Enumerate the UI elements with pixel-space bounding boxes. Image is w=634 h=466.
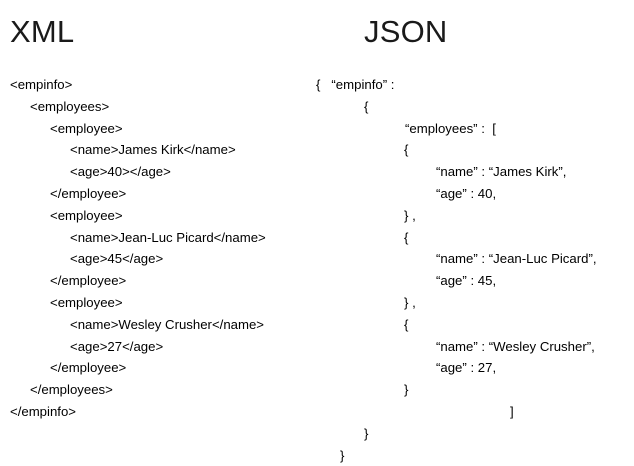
json-code-line: “name” : “Jean-Luc Picard”, — [436, 251, 597, 267]
xml-code-line: <name>Wesley Crusher</name> — [70, 316, 265, 332]
xml-code-line: <employee> — [50, 207, 123, 223]
json-code-line: “name” : “James Kirk”, — [436, 164, 567, 180]
json-code-line: “age” : 27, — [436, 360, 497, 376]
xml-code-line: <name>James Kirk</name> — [70, 142, 236, 158]
xml-code-line: <age>40></age> — [70, 164, 171, 180]
xml-code-line: <age>45</age> — [70, 251, 164, 267]
json-code-line: } , — [404, 294, 416, 310]
json-column-heading: JSON — [364, 14, 448, 49]
json-code-line: “employees” : [ — [405, 120, 496, 136]
json-code-line: } — [404, 382, 409, 398]
json-code-line: { — [404, 316, 409, 332]
json-code-line: { — [364, 98, 369, 114]
json-code-line: “name” : “Wesley Crusher”, — [436, 338, 595, 354]
xml-code-line: <empinfo> — [10, 77, 73, 92]
json-code-line: { “empinfo” : — [316, 77, 395, 92]
xml-code-line: <age>27</age> — [70, 338, 164, 354]
xml-column-heading: XML — [10, 14, 75, 49]
json-code-block: { “empinfo” : { “employees” : [ { “name” : “… — [0, 74, 634, 466]
xml-code-line: </employee> — [50, 185, 127, 201]
xml-code-line: <name>Jean-Luc Picard</name> — [70, 229, 266, 245]
xml-code-line: <employee> — [50, 120, 123, 136]
json-code-line: } — [364, 425, 369, 441]
xml-code-line: <employees> — [30, 98, 110, 114]
json-code-line: “age” : 40, — [436, 185, 497, 201]
json-code-line: “age” : 45, — [436, 273, 497, 289]
xml-code-line: <employee> — [50, 294, 123, 310]
json-code-line: { — [404, 229, 409, 245]
xml-code-line: </empinfo> — [10, 403, 76, 419]
json-code-line: } — [340, 447, 345, 463]
json-code-line: } , — [404, 207, 416, 223]
xml-code-line: </employee> — [50, 360, 127, 376]
xml-code-line: </employees> — [30, 382, 113, 398]
xml-code-line: </employee> — [50, 273, 127, 289]
slide-canvas: XML JSON <empinfo><employees><employee><… — [0, 14, 597, 463]
json-code-line: { — [404, 142, 409, 158]
xml-code-block: <empinfo> <employees> <employee> <name>Jame… — [0, 74, 310, 423]
json-code-line: ] — [510, 403, 514, 419]
